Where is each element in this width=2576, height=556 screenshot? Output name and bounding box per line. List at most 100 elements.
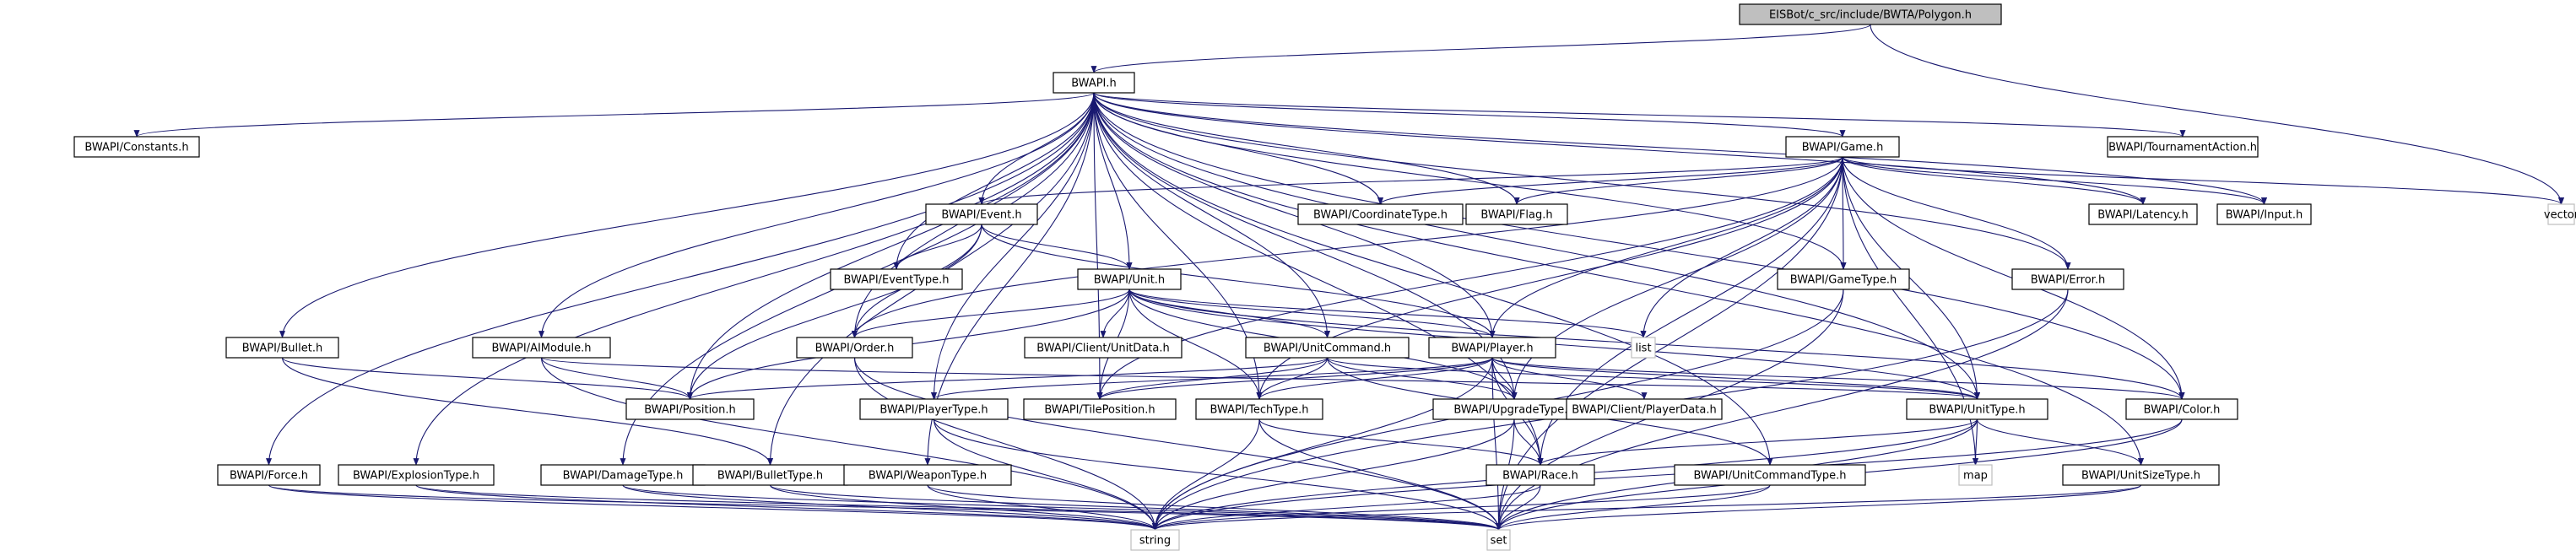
edge-game-to-unittype	[1842, 156, 1981, 400]
node-label-flag: BWAPI/Flag.h	[1480, 209, 1552, 222]
edge-unittype-to-map	[1972, 418, 1979, 466]
edge-bwapi-to-bullet	[279, 92, 1095, 338]
node-label-map: map	[1963, 470, 1988, 483]
node-label-explosiontype: BWAPI/ExplosionType.h	[353, 470, 479, 483]
node-label-race: BWAPI/Race.h	[1502, 470, 1578, 483]
node-bwapi[interactable]: BWAPI.h	[1053, 72, 1135, 94]
node-polygon[interactable]: EISBot/c_src/include/BWTA/Polygon.h	[1739, 3, 2002, 25]
node-label-aimodule: BWAPI/AIModule.h	[492, 343, 592, 355]
node-order[interactable]: BWAPI/Order.h	[796, 337, 913, 359]
edge-bwapi-to-eventtype	[893, 92, 1095, 270]
node-force[interactable]: BWAPI/Force.h	[217, 464, 321, 486]
node-bullettype[interactable]: BWAPI/BulletType.h	[692, 464, 848, 486]
node-eventtype[interactable]: BWAPI/EventType.h	[830, 268, 963, 290]
edge-bwapi-to-constants	[133, 92, 1095, 138]
edge-event-to-position	[687, 224, 982, 400]
node-box-tournament	[2107, 136, 2259, 158]
node-box-weapontype	[843, 464, 1012, 486]
node-constants[interactable]: BWAPI/Constants.h	[73, 136, 200, 158]
node-label-bwapi: BWAPI.h	[1071, 78, 1117, 90]
edge-polygon-to-bwapi	[1090, 24, 1871, 73]
node-label-event: BWAPI/Event.h	[941, 209, 1021, 222]
node-box-vector	[2547, 203, 2575, 225]
node-flag[interactable]: BWAPI/Flag.h	[1465, 203, 1568, 225]
node-label-bullettype: BWAPI/BulletType.h	[717, 470, 823, 483]
edge-playertype-to-set	[933, 418, 1502, 531]
node-box-force	[217, 464, 321, 486]
node-gametype[interactable]: BWAPI/GameType.h	[1777, 268, 1910, 290]
node-box-gametype	[1777, 268, 1910, 290]
node-box-unitdata	[1024, 337, 1182, 359]
node-label-unitcommandtype: BWAPI/UnitCommandType.h	[1693, 470, 1846, 483]
node-input[interactable]: BWAPI/Input.h	[2216, 203, 2312, 225]
node-unittype[interactable]: BWAPI/UnitType.h	[1906, 398, 2048, 420]
node-box-unit	[1077, 268, 1182, 290]
node-label-unitdata: BWAPI/Client/UnitData.h	[1036, 343, 1169, 355]
edge-unit-to-unitdata	[1100, 289, 1130, 338]
node-latency[interactable]: BWAPI/Latency.h	[2088, 203, 2198, 225]
node-tournament[interactable]: BWAPI/TournamentAction.h	[2107, 136, 2259, 158]
node-set[interactable]: set	[1486, 529, 1511, 551]
node-box-latency	[2088, 203, 2198, 225]
edge-bwapi-to-unit	[1093, 92, 1133, 270]
node-player[interactable]: BWAPI/Player.h	[1428, 337, 1556, 359]
edge-bwapi-to-player	[1093, 92, 1496, 338]
node-tileposition[interactable]: BWAPI/TilePosition.h	[1023, 398, 1177, 420]
node-playerdata[interactable]: BWAPI/Client/PlayerData.h	[1566, 398, 1723, 420]
node-race[interactable]: BWAPI/Race.h	[1486, 464, 1595, 486]
edge-damagetype-to-set	[622, 484, 1502, 531]
edge-bwapi-to-tournament	[1093, 92, 2186, 138]
edge-unitsizetype-to-string	[1152, 484, 2142, 531]
node-position[interactable]: BWAPI/Position.h	[625, 398, 755, 420]
node-color[interactable]: BWAPI/Color.h	[2125, 398, 2238, 420]
node-unitcommand[interactable]: BWAPI/UnitCommand.h	[1245, 337, 1410, 359]
node-unitsizetype[interactable]: BWAPI/UnitSizeType.h	[2062, 464, 2220, 486]
edge-order-to-string	[853, 357, 1158, 531]
node-box-string	[1130, 529, 1180, 551]
edge-bullet-to-position	[281, 357, 693, 400]
node-error[interactable]: BWAPI/Error.h	[2011, 268, 2124, 290]
edge-game-to-error	[1842, 156, 2071, 270]
node-unitdata[interactable]: BWAPI/Client/UnitData.h	[1024, 337, 1182, 359]
node-box-map	[1958, 464, 1993, 486]
edge-bwapi-to-event	[978, 92, 1095, 205]
node-label-tournament: BWAPI/TournamentAction.h	[2108, 142, 2257, 154]
edge-bwapi-to-game	[1093, 92, 1846, 138]
edge-bwapi-to-explosiontype	[413, 92, 1095, 466]
edge-bwapi-to-force	[266, 92, 1095, 466]
node-damagetype[interactable]: BWAPI/DamageType.h	[540, 464, 706, 486]
node-list[interactable]: list	[1631, 337, 1656, 359]
node-box-unittype	[1906, 398, 2048, 420]
node-box-bullet	[225, 337, 339, 359]
node-box-error	[2011, 268, 2124, 290]
node-box-eventtype	[830, 268, 963, 290]
node-label-force: BWAPI/Force.h	[230, 470, 308, 483]
node-explosiontype[interactable]: BWAPI/ExplosionType.h	[338, 464, 495, 486]
edge-game-to-latency	[1842, 156, 2146, 205]
nodes-layer: EISBot/c_src/include/BWTA/Polygon.hBWAPI…	[73, 3, 2576, 551]
node-game[interactable]: BWAPI/Game.h	[1785, 136, 1900, 158]
edge-bwapi-to-latency	[1093, 92, 2146, 205]
node-event[interactable]: BWAPI/Event.h	[925, 203, 1038, 225]
node-playertype[interactable]: BWAPI/PlayerType.h	[859, 398, 1009, 420]
edge-bwapi-to-flag	[1093, 92, 1520, 205]
node-box-player	[1428, 337, 1556, 359]
edge-bwapi-to-playertype	[930, 92, 1095, 400]
node-unit[interactable]: BWAPI/Unit.h	[1077, 268, 1182, 290]
node-box-unitcommand	[1245, 337, 1410, 359]
node-box-bullettype	[692, 464, 848, 486]
node-box-input	[2216, 203, 2312, 225]
node-weapontype[interactable]: BWAPI/WeaponType.h	[843, 464, 1012, 486]
node-techtype[interactable]: BWAPI/TechType.h	[1195, 398, 1323, 420]
node-string[interactable]: string	[1130, 529, 1180, 551]
node-label-game: BWAPI/Game.h	[1802, 142, 1884, 154]
node-label-damagetype: BWAPI/DamageType.h	[563, 470, 684, 483]
node-vector[interactable]: vector	[2544, 203, 2576, 225]
node-aimodule[interactable]: BWAPI/AIModule.h	[472, 337, 611, 359]
node-bullet[interactable]: BWAPI/Bullet.h	[225, 337, 339, 359]
node-map[interactable]: map	[1958, 464, 1993, 486]
node-coordtype[interactable]: BWAPI/CoordinateType.h	[1297, 203, 1464, 225]
edge-game-to-coordtype	[1377, 156, 1843, 205]
node-unitcommandtype[interactable]: BWAPI/UnitCommandType.h	[1674, 464, 1866, 486]
